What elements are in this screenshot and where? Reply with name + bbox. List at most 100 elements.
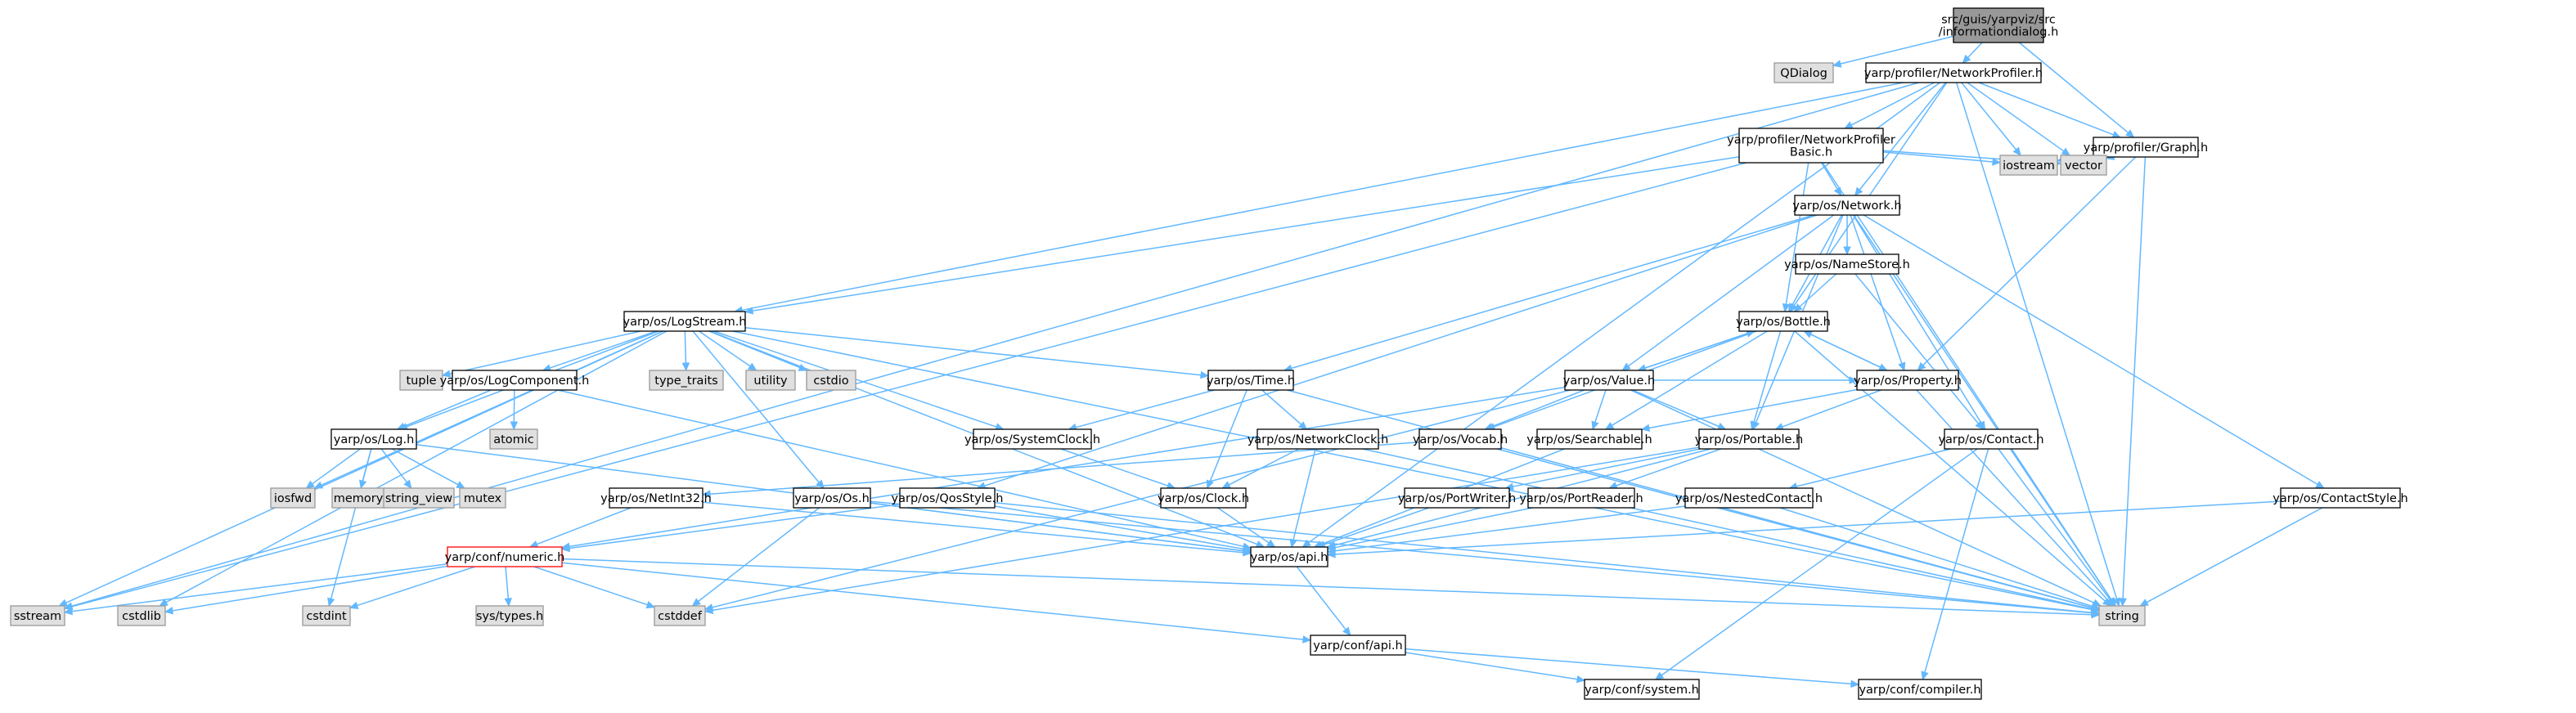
- node-label: yarp/os/Property.h: [1854, 374, 1962, 388]
- edge-numeric-to-cstdint: [348, 566, 475, 609]
- node-osapi[interactable]: yarp/os/api.h: [1250, 546, 1328, 567]
- node-box: [1536, 428, 1643, 450]
- node-clock[interactable]: yarp/os/Clock.h: [1158, 487, 1249, 509]
- edge-confapi-to-confsystem: [1405, 652, 1586, 684]
- edge-npbasic-to-iostream: [1882, 151, 2002, 166]
- node-box: [1584, 679, 1700, 700]
- node-confcompiler[interactable]: yarp/conf/compiler.h: [1858, 679, 1982, 700]
- node-box: [399, 370, 443, 391]
- edge-portwriter-to-osapi: [1316, 507, 1430, 549]
- node-label: yarp/os/NameStore.h: [1784, 258, 1910, 271]
- node-label: sstream: [14, 610, 61, 623]
- node-label: yarp/os/PortReader.h: [1519, 492, 1643, 505]
- node-label: yarp/profiler/NetworkProfiler: [1727, 134, 1895, 147]
- node-box: [1856, 370, 1959, 391]
- edge-portable-to-portreader: [1608, 448, 1722, 490]
- node-box: [117, 605, 166, 626]
- node-namestore[interactable]: yarp/os/NameStore.h: [1784, 253, 1910, 275]
- edge-numeric-to-cstdlib: [164, 565, 448, 615]
- node-contactstyle[interactable]: yarp/os/ContactStyle.h: [2273, 487, 2408, 509]
- node-numeric[interactable]: yarp/conf/numeric.h: [445, 546, 565, 567]
- edge-networkclock-to-string: [1362, 448, 2101, 613]
- edge-portable-to-cstddef: [704, 446, 1700, 615]
- node-label: string: [2105, 610, 2139, 623]
- node-time[interactable]: yarp/os/Time.h: [1207, 370, 1295, 391]
- node-box: [1953, 7, 2044, 43]
- node-portreader[interactable]: yarp/os/PortReader.h: [1519, 487, 1643, 509]
- node-systemclock[interactable]: yarp/os/SystemClock.h: [964, 428, 1100, 450]
- node-confapi[interactable]: yarp/conf/api.h: [1310, 635, 1406, 656]
- edge-os-to-cstddef: [691, 507, 820, 607]
- node-bottle[interactable]: yarp/os/Bottle.h: [1736, 311, 1831, 332]
- node-nestedcontact[interactable]: yarp/os/NestedContact.h: [1675, 487, 1823, 509]
- edge-qosstyle-to-numeric: [560, 503, 901, 553]
- node-value[interactable]: yarp/os/Value.h: [1563, 370, 1655, 391]
- node-tuple: tuple: [399, 370, 443, 391]
- node-label: yarp/os/Vocab.h: [1413, 433, 1508, 446]
- edge-networkclock-to-clock: [1221, 448, 1300, 489]
- node-logstream[interactable]: yarp/os/LogStream.h: [623, 311, 747, 332]
- node-string: string: [2098, 605, 2146, 626]
- edge-numeric-to-string: [561, 558, 2101, 619]
- node-confsystem[interactable]: yarp/conf/system.h: [1584, 679, 1700, 700]
- node-label: type_traits: [654, 374, 717, 388]
- node-netint32[interactable]: yarp/os/NetInt32.h: [600, 487, 712, 509]
- node-box: [609, 487, 704, 509]
- edge-logcomponent-to-osapi: [557, 389, 1252, 550]
- node-label: yarp/os/NestedContact.h: [1675, 492, 1823, 505]
- edge-contact-to-confsystem: [1654, 448, 1978, 680]
- node-label: yarp/os/LogComponent.h: [440, 374, 590, 388]
- node-label: yarp/os/Clock.h: [1158, 492, 1249, 505]
- node-label: atomic: [493, 433, 534, 446]
- edge-time-to-systemclock: [1068, 389, 1215, 432]
- node-contact[interactable]: yarp/os/Contact.h: [1938, 428, 2044, 450]
- node-networkprofiler[interactable]: yarp/profiler/NetworkProfiler.h: [1864, 62, 2043, 83]
- node-label: yarp/os/Bottle.h: [1736, 316, 1831, 329]
- node-graph[interactable]: yarp/profiler/Graph.h: [2084, 137, 2208, 158]
- node-box: [452, 370, 578, 391]
- node-root[interactable]: src/guis/yarpviz/src/informationdialog.h: [1939, 7, 2059, 43]
- edge-systemclock-to-clock: [1060, 448, 1176, 490]
- node-label: string_view: [385, 492, 452, 505]
- edge-os-to-string: [870, 500, 2101, 617]
- node-box: [1738, 128, 1884, 164]
- node-searchable[interactable]: yarp/os/Searchable.h: [1526, 428, 1652, 450]
- node-network[interactable]: yarp/os/Network.h: [1792, 195, 1902, 216]
- node-box: [1795, 253, 1899, 275]
- edge-numeric-to-confapi: [561, 562, 1312, 643]
- node-portwriter[interactable]: yarp/os/PortWriter.h: [1398, 487, 1516, 509]
- node-box: [475, 605, 544, 626]
- node-box: [1865, 62, 2042, 83]
- node-networkclock[interactable]: yarp/os/NetworkClock.h: [1248, 428, 1389, 450]
- node-label: sys/types.h: [476, 610, 543, 623]
- node-qosstyle[interactable]: yarp/os/QosStyle.h: [892, 487, 1004, 509]
- node-os[interactable]: yarp/os/Os.h: [793, 487, 871, 509]
- node-box: [331, 487, 385, 509]
- edge-numeric-to-sstream: [63, 563, 448, 616]
- node-layer: src/guis/yarpviz/src/informationdialog.h…: [10, 7, 2408, 700]
- edge-networkprofiler-to-sstream: [63, 82, 1919, 610]
- node-box: [489, 428, 538, 450]
- node-property[interactable]: yarp/os/Property.h: [1854, 370, 1962, 391]
- node-portable[interactable]: yarp/os/Portable.h: [1695, 428, 1803, 450]
- node-box: [1257, 428, 1379, 450]
- edge-value-to-vocab: [1484, 389, 1585, 430]
- edge-value-to-property: [1653, 376, 1859, 384]
- node-vocab[interactable]: yarp/os/Vocab.h: [1413, 428, 1508, 450]
- node-label: iosfwd: [274, 492, 312, 505]
- edge-confapi-to-confcompiler: [1405, 648, 1860, 688]
- node-string_view: string_view: [383, 487, 455, 509]
- node-logcomponent[interactable]: yarp/os/LogComponent.h: [440, 370, 590, 391]
- edge-networkprofiler-to-logstream: [733, 82, 1904, 314]
- node-label: memory: [334, 492, 384, 505]
- node-box: [1527, 487, 1635, 509]
- node-label: yarp/conf/api.h: [1313, 639, 1402, 652]
- edge-property-to-string: [1916, 389, 2114, 607]
- node-box: [2060, 155, 2107, 176]
- node-label: iostream: [2003, 159, 2055, 173]
- node-log[interactable]: yarp/os/Log.h: [330, 428, 417, 450]
- edge-network-to-value: [1621, 214, 1835, 371]
- node-label: cstdlib: [122, 610, 161, 623]
- node-type_traits: type_traits: [649, 370, 724, 391]
